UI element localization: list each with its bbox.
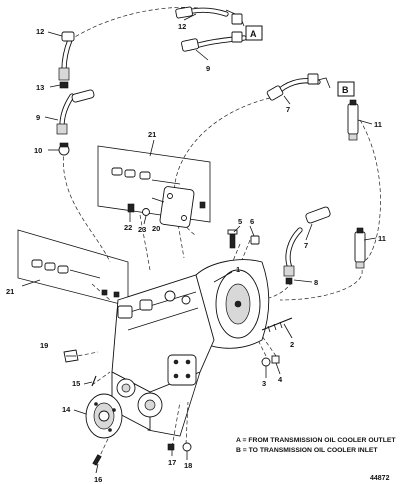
upper-hose-assembly: [56, 6, 247, 156]
upper-bracket-panel: [97, 145, 211, 228]
callout-22: 22: [124, 223, 132, 232]
callout-17: 17: [168, 458, 176, 467]
transmission-housing: [111, 229, 293, 437]
figure-reference-number: 44872: [370, 475, 390, 482]
callout-23: 23: [138, 225, 146, 234]
callout-14: 14: [62, 405, 71, 414]
callout-21-upper: 21: [148, 130, 156, 139]
box-b-label: B: [342, 85, 349, 95]
callout-labels: 12 12 9 13 9 10 7 11 21 22 23 20 5 6 1 7…: [6, 22, 386, 484]
legend-line-a: A = FROM TRANSMISSION OIL COOLER OUTLET: [236, 437, 396, 444]
callout-7-top: 7: [286, 105, 290, 114]
callout-19: 19: [40, 341, 48, 350]
connection-box-b: B: [337, 81, 355, 97]
callout-1: 1: [236, 265, 240, 274]
callout-11-top: 11: [374, 120, 382, 129]
callout-12-top: 12: [178, 22, 186, 31]
callout-9-left: 9: [36, 113, 40, 122]
callout-20: 20: [152, 224, 160, 233]
callout-15: 15: [72, 379, 80, 388]
callout-16: 16: [94, 475, 102, 484]
callout-9-top: 9: [206, 64, 210, 73]
legend-line-b: B = TO TRANSMISSION OIL COOLER INLET: [236, 447, 378, 454]
callout-7-lower: 7: [304, 241, 308, 250]
connection-box-a: A: [245, 25, 263, 41]
right-hose-assembly: [266, 73, 366, 285]
callout-12-left: 12: [36, 27, 44, 36]
callout-6: 6: [250, 217, 254, 226]
callout-13: 13: [36, 83, 44, 92]
callout-2: 2: [290, 340, 294, 349]
box-a-label: A: [250, 29, 257, 39]
lower-bracket-panel: [17, 229, 129, 307]
legend: A = FROM TRANSMISSION OIL COOLER OUTLET …: [236, 437, 396, 454]
leader-lines: [21, 13, 377, 474]
callout-21-lower: 21: [6, 287, 14, 296]
callout-8: 8: [314, 278, 318, 287]
drive-coupler: [63, 349, 192, 466]
callout-5: 5: [238, 217, 242, 226]
callout-4: 4: [278, 375, 283, 384]
callout-11-lower: 11: [378, 234, 386, 243]
callout-18: 18: [184, 461, 192, 470]
callout-10: 10: [34, 146, 42, 155]
routing-lines: [63, 7, 381, 461]
callout-3: 3: [262, 379, 266, 388]
